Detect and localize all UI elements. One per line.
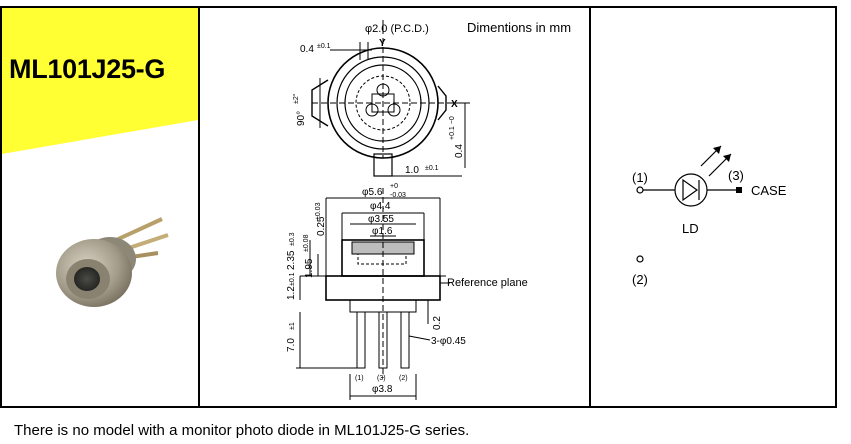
cap-outer-circle (336, 56, 430, 150)
case-node (736, 187, 742, 193)
chip-section (357, 253, 407, 265)
drawing-column: Dimentions in mm (200, 8, 591, 406)
pin-hole-top (376, 83, 390, 97)
chip-outline (371, 93, 395, 113)
pin1-label: (1) (632, 170, 648, 185)
reference-plane-label: Reference plane (447, 277, 528, 289)
bottom-tab (373, 153, 393, 177)
dim-04r-tol: +0.1 −0 (449, 116, 456, 140)
pcd-label: φ2.0 (P.C.D.) (365, 23, 429, 35)
dim-38-label: φ3.8 (372, 384, 393, 395)
dim-56-tol-minus: -0.03 (390, 192, 406, 199)
angle-90-tol: ±2° (292, 93, 300, 104)
pin2-label: (2) (632, 272, 648, 287)
pin2-terminal (636, 255, 644, 263)
pin-label-3: (3) (377, 375, 386, 382)
dim-02-label: 0.2 (432, 316, 443, 330)
pcd-circle (355, 75, 411, 131)
x-axis-label: X (451, 99, 458, 110)
dimensions-note: Dimentions in mm (467, 20, 572, 35)
arrowhead-1 (713, 146, 721, 154)
dim-56-left-tol: ±0.03 (315, 202, 322, 220)
dim-10-label: 1.0 (405, 165, 419, 176)
case-label: CASE (751, 183, 787, 198)
dim-12-tol: ±0.1 (289, 272, 296, 286)
dim-10-tol: ±0.1 (425, 165, 439, 172)
dim-44-label: φ4.4 (370, 201, 391, 212)
diode-triangle (682, 178, 699, 202)
angle-90-label: 90° (296, 111, 307, 126)
pin-hole-right (387, 103, 401, 117)
product-photo (56, 217, 169, 307)
dim-195-tol: ±0.08 (303, 234, 310, 252)
datasheet-frame: ML101J25-G Dimen (0, 6, 837, 408)
dim-235-tol: ±0.3 (289, 232, 296, 246)
dim-pins-leader (408, 335, 431, 341)
cap-inner-circle (344, 64, 422, 142)
dim-70-label: 7.0 (286, 338, 297, 352)
y-axis-label: Y (379, 38, 386, 49)
dim-pins-label: 3-φ0.45 (431, 336, 466, 347)
dim-56-label: φ5.6 (362, 187, 383, 198)
dim-04r-label: 0.4 (454, 144, 465, 158)
dim-355-label: φ3.55 (368, 214, 394, 225)
yellow-banner-shape (2, 8, 198, 154)
header-banner (2, 8, 198, 154)
ld-label: LD (682, 221, 699, 236)
dim-025-label: 0.25 (316, 216, 327, 236)
dim-12-label: 1.2 (286, 286, 297, 300)
dim-195-label: 1.95 (304, 258, 315, 278)
pin-label-1: (1) (355, 375, 364, 382)
footnote: There is no model with a monitor photo d… (14, 422, 470, 439)
pin-hole-left (365, 103, 379, 117)
flange-circle (327, 47, 439, 159)
schematic-column: (1) (3) CASE LD (2) (591, 8, 835, 406)
ld-symbol-circle (674, 173, 708, 207)
ld-schematic: (1) (3) CASE LD (2) (632, 145, 787, 287)
part-number-title: ML101J25-G (9, 54, 166, 84)
left-column: ML101J25-G (2, 8, 200, 406)
dim-235-label: 2.35 (286, 250, 297, 270)
mechanical-drawing: φ2.0 (P.C.D.) Y X 0.4 ±0.1 90° ±2° 0.4 +… (286, 20, 528, 400)
pin-1 (356, 311, 366, 369)
dim-70-tol: ±1 (289, 322, 296, 330)
pin1-terminal (636, 186, 644, 194)
pin3-label: (3) (728, 168, 744, 183)
pin-2 (400, 311, 410, 369)
right-notch (437, 85, 447, 121)
dim-04-tol: ±0.1 (317, 43, 331, 50)
pin-label-2: (2) (399, 375, 408, 382)
dim-04-label: 0.4 (300, 44, 314, 55)
cap-window (74, 267, 100, 291)
top-view (311, 20, 470, 177)
dim-16-label: φ1.6 (372, 226, 393, 237)
arrowhead-2 (723, 154, 731, 162)
pin-lead-1 (113, 217, 163, 243)
dim-56-tol-plus: +0 (390, 183, 398, 190)
side-view (296, 188, 450, 400)
